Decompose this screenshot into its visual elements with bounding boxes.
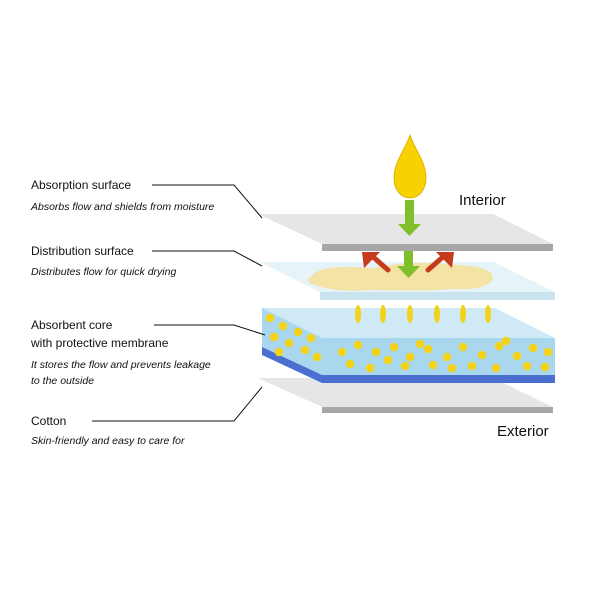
absorbent-particle bbox=[365, 363, 375, 373]
cotton-description: Skin-friendly and easy to care for bbox=[31, 435, 185, 447]
absorbent-particle bbox=[300, 345, 310, 355]
absorbent-particle bbox=[491, 363, 501, 373]
exterior-label: Exterior bbox=[497, 423, 549, 440]
absorbent-particle bbox=[467, 361, 477, 371]
core-membrane-left bbox=[262, 347, 322, 383]
label-absorption: Absorption surface Absorbs flow and shie… bbox=[30, 178, 214, 213]
leader-core bbox=[154, 324, 266, 336]
absorbent-particle bbox=[312, 352, 322, 362]
core-title-line-2: with protective membrane bbox=[30, 336, 169, 350]
falling-drop bbox=[380, 305, 386, 323]
core-membrane-front bbox=[322, 375, 555, 383]
absorbent-particle bbox=[458, 342, 468, 352]
flow-stain bbox=[308, 263, 493, 291]
absorbent-particle bbox=[345, 359, 355, 369]
distribution-sheet-edge bbox=[320, 292, 555, 300]
down-arrow-upper bbox=[398, 200, 421, 236]
absorbent-particle bbox=[477, 350, 487, 360]
absorbent-particle bbox=[447, 363, 457, 373]
spread-arrow-right bbox=[425, 252, 454, 273]
absorbent-particle bbox=[337, 347, 347, 357]
spread-arrow-left bbox=[362, 252, 391, 273]
drop-icon bbox=[393, 133, 427, 199]
absorbent-particle bbox=[442, 352, 452, 362]
absorbent-particle bbox=[383, 355, 393, 365]
distribution-layer bbox=[260, 248, 555, 300]
leader-absorption bbox=[152, 184, 263, 219]
leader-lines bbox=[92, 184, 266, 422]
absorbent-particle bbox=[353, 340, 363, 350]
falling-drop bbox=[460, 305, 466, 323]
absorption-title: Absorption surface bbox=[31, 178, 131, 192]
distribution-description: Distributes flow for quick drying bbox=[31, 266, 176, 278]
absorbent-particle bbox=[293, 327, 303, 337]
core-top-face bbox=[262, 308, 555, 338]
core-description-line-1: It stores the flow and prevents leakage bbox=[31, 359, 211, 371]
label-core: Absorbent core with protective membrane … bbox=[30, 318, 211, 387]
incoming-drop bbox=[393, 133, 427, 236]
absorbent-particle bbox=[512, 351, 522, 361]
distribution-title: Distribution surface bbox=[31, 244, 134, 258]
label-distribution: Distribution surface Distributes flow fo… bbox=[31, 244, 176, 278]
core-description-line-2: to the outside bbox=[31, 375, 94, 387]
cotton-sheet-edge bbox=[322, 407, 553, 413]
absorbent-particle bbox=[371, 347, 381, 357]
absorbent-particle bbox=[494, 341, 504, 351]
absorbent-particle bbox=[278, 321, 288, 331]
cotton-sheet-top bbox=[258, 378, 553, 407]
absorbent-particle bbox=[306, 333, 316, 343]
falling-drop bbox=[434, 305, 440, 323]
absorbent-particle bbox=[274, 347, 284, 357]
label-cotton: Cotton Skin-friendly and easy to care fo… bbox=[31, 414, 185, 447]
cotton-title: Cotton bbox=[31, 414, 66, 428]
leader-cotton bbox=[92, 386, 263, 422]
falling-drop bbox=[355, 305, 361, 323]
absorbent-particle bbox=[522, 361, 532, 371]
falling-drop bbox=[407, 305, 413, 323]
absorption-description: Absorbs flow and shields from moisture bbox=[30, 201, 214, 213]
absorbent-particle bbox=[415, 339, 425, 349]
absorbent-particle bbox=[400, 361, 410, 371]
absorbent-particle bbox=[265, 313, 275, 323]
absorption-sheet-edge bbox=[322, 244, 553, 251]
absorbent-particle bbox=[269, 332, 279, 342]
core-title-line-1: Absorbent core bbox=[31, 318, 113, 332]
absorbent-particle bbox=[543, 347, 553, 357]
cotton-layer bbox=[258, 378, 553, 413]
leader-distribution bbox=[152, 250, 263, 267]
absorbent-particle bbox=[428, 360, 438, 370]
falling-drops bbox=[355, 305, 491, 323]
absorbent-particle bbox=[284, 338, 294, 348]
absorbent-particle bbox=[405, 352, 415, 362]
absorbent-particle bbox=[528, 343, 538, 353]
absorbent-particle bbox=[540, 362, 550, 372]
core-dots bbox=[265, 313, 553, 373]
absorbent-particle bbox=[389, 342, 399, 352]
interior-label: Interior bbox=[459, 192, 506, 209]
absorbent-core-layer bbox=[262, 308, 555, 383]
falling-drop bbox=[485, 305, 491, 323]
absorbent-particle bbox=[501, 336, 511, 346]
down-arrow-lower bbox=[397, 248, 420, 278]
absorbent-particle bbox=[423, 344, 433, 354]
